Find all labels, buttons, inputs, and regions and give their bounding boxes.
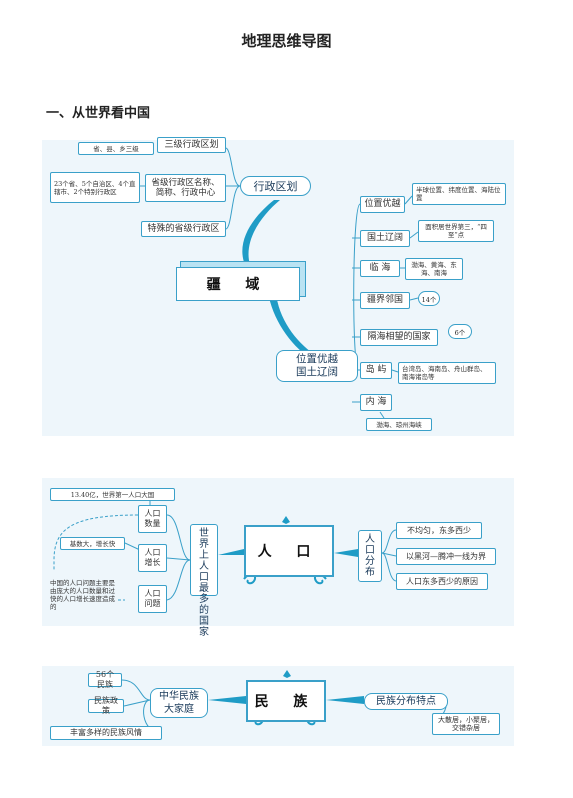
note-inland-sea: 渤海、琼州海峡 xyxy=(366,418,432,431)
position-item-sea-neighbors: 隔海相望的国家 xyxy=(360,329,438,346)
ethnic-center-node: 民 族 xyxy=(246,680,326,722)
position-item-inland-sea: 内 海 xyxy=(360,394,392,411)
most-populous-label: 世界上人口最多的国家 xyxy=(199,528,209,638)
section-title: 一、从世界看中国 xyxy=(46,106,151,121)
admin-item-special-regions: 特殊的省级行政区 xyxy=(141,221,226,237)
note-seas: 渤海、黄海、东海、南海 xyxy=(405,258,463,280)
note-population-problem: 中国的人口问题主要是由庞大的人口数量和过快的人口增长速度造成的 xyxy=(50,579,115,611)
admin-item-three-levels: 三级行政区划 xyxy=(157,137,226,153)
admin-division-node: 行政区划 xyxy=(240,176,311,196)
ethnic-item-customs: 丰富多样的民族风情 xyxy=(50,726,162,740)
note-population-growth: 基数大，增长快 xyxy=(60,537,125,550)
note-area-rank: 面积居世界第三，“四至”点 xyxy=(418,220,494,242)
distribution-item-heihe-line: 以黑河—腾冲一线为界 xyxy=(396,548,496,565)
position-item-seas: 临 海 xyxy=(360,260,400,277)
position-item-neighbors: 疆界邻国 xyxy=(360,292,410,309)
population-item-problem: 人口问题 xyxy=(138,585,167,613)
admin-item-province-names: 省级行政区名称、简称、行政中心 xyxy=(145,174,226,202)
note-islands: 台湾岛、海南岛、舟山群岛、南海诸岛等 xyxy=(398,362,496,384)
note-ethnic-distribution: 大散居，小聚居，交错杂居 xyxy=(432,713,500,735)
chinese-nation-node: 中华民族 大家庭 xyxy=(150,688,208,718)
distribution-item-reasons: 人口东多西少的原因 xyxy=(396,573,488,590)
population-distribution-node: 人口分布 xyxy=(358,530,382,582)
position-item-islands: 岛 屿 xyxy=(360,362,392,379)
position-item-vast: 国土辽阔 xyxy=(360,230,410,247)
bubble-sea-neighbors-count: 6个 xyxy=(448,324,472,339)
bubble-neighbors-count: 14个 xyxy=(418,291,440,306)
population-item-growth: 人口增长 xyxy=(138,544,167,572)
page-title: 地理思维导图 xyxy=(241,32,332,50)
position-item-location: 位置优越 xyxy=(360,196,405,213)
note-hemisphere-position: 半球位置、纬度位置、海陆位置 xyxy=(412,183,506,205)
ethnic-distribution-node: 民族分布特点 xyxy=(364,693,448,710)
population-distribution-label: 人口分布 xyxy=(365,534,375,578)
ethnic-item-56: 56个民族 xyxy=(88,670,122,689)
population-item-count: 人口数量 xyxy=(138,505,167,533)
note-population-size: 13.40亿，世界第一人口大国 xyxy=(50,488,175,501)
most-populous-node: 世界上人口最多的国家 xyxy=(190,524,218,638)
territory-center-node: 疆 域 xyxy=(176,267,300,301)
distribution-item-uneven: 不均匀，东多西少 xyxy=(396,522,482,539)
admin-note-levels: 省、县、乡三级 xyxy=(78,142,154,155)
ethnic-item-policy: 民族政策 xyxy=(88,696,124,715)
position-territory-node: 位置优越 国土辽阔 xyxy=(276,350,358,382)
admin-note-provinces: 23个省、5个自治区、4个直辖市、2个特别行政区 xyxy=(50,172,140,203)
population-center-node: 人 口 xyxy=(244,525,334,577)
